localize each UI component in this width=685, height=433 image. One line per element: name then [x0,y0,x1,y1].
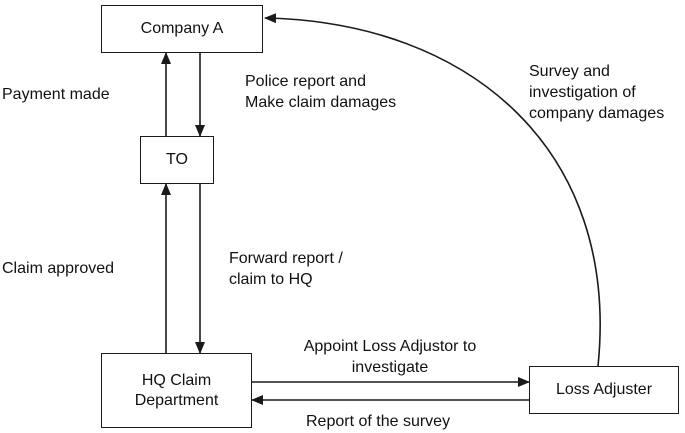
label-report-of-survey: Report of the survey [306,413,451,430]
label-appoint-adjuster: Appoint Loss Adjustor to investigate [303,338,477,376]
label-claim-approved: Claim approved [2,260,115,277]
label-forward-report: Forward report / claim to HQ [229,250,343,288]
node-hq-claim-department: HQ Claim Department [101,353,252,428]
node-hq-label-line1: HQ Claim [141,371,212,389]
node-to-label: TO [166,151,188,168]
label-police-report: Police report and Make claim damages [245,73,397,111]
node-company-a-label: Company A [140,20,224,37]
label-survey-investigation: Survey and investigation of company dama… [529,63,665,122]
node-company-a: Company A [101,5,263,53]
label-payment-made: Payment made [2,86,110,103]
node-hq-label-line2: Department [134,391,219,409]
node-loss-adjuster: Loss Adjuster [529,366,679,414]
node-to: TO [140,136,214,184]
arrow-survey-investigation [264,13,601,367]
node-loss-adjuster-label: Loss Adjuster [555,381,653,398]
